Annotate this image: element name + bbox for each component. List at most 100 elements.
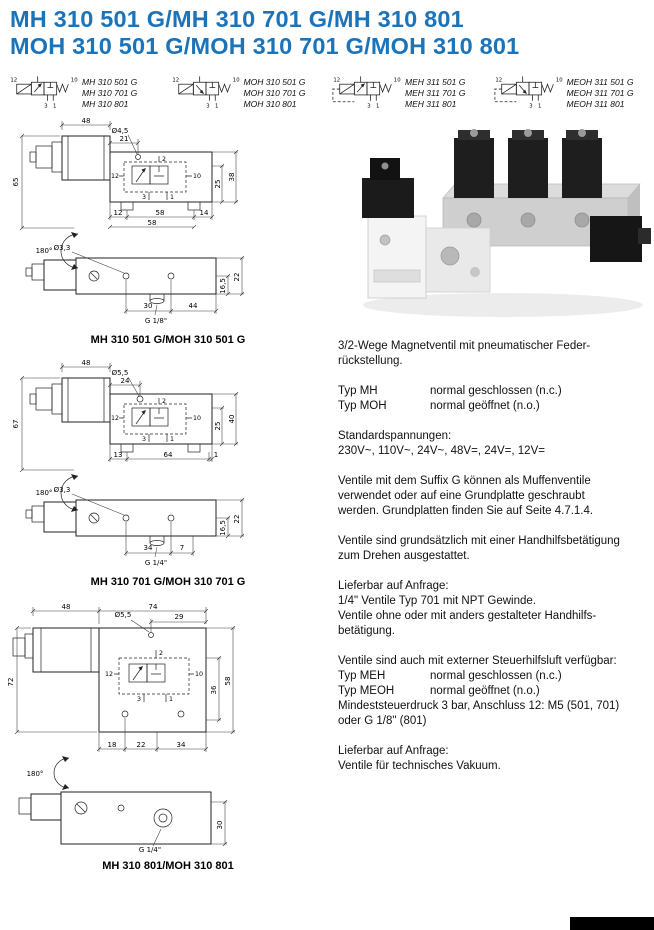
port-label: 12 (10, 77, 17, 83)
port-label: 3 (44, 104, 47, 110)
port-label: 12 (105, 671, 113, 678)
symbol-variant-labels: MH 310 501 G MH 310 701 G MH 310 801 (82, 72, 137, 110)
dim-label: 7 (180, 544, 184, 552)
valve-schematic-shapes (332, 76, 392, 103)
dim-label: 38 (228, 173, 236, 182)
text-line: 1/4" Ventile Typ 701 mit NPT Gewinde. (338, 595, 536, 607)
dimension-drawing-501: 48 Ø4,5 21 65 2 12 10 3 1 25 38 12 58 14 (2, 116, 334, 346)
page-footer-tab (570, 917, 654, 930)
text-line: verwendet oder auf eine Grundplatte gesc… (338, 490, 585, 502)
dimension-labels: 48 74 Ø5,5 29 72 2 12 10 3 1 36 58 18 22 (7, 603, 232, 854)
dim-label: 67 (12, 420, 20, 429)
dimension-labels: 48 Ø5,5 24 67 2 12 10 3 1 25 40 13 64 1 (12, 359, 241, 567)
text-line: oder G 1/8" (801) (338, 715, 427, 727)
port-label: 1 (170, 436, 174, 443)
type-label: Typ MEOH (338, 685, 395, 697)
dimension-lines-top (14, 607, 236, 752)
type-value: normal geschlossen (n.c.) (430, 385, 562, 397)
variant-label: MOH 310 501 G (243, 77, 306, 87)
drawing-801-svg: 48 74 Ø5,5 29 72 2 12 10 3 1 36 58 18 22 (7, 603, 236, 854)
valve-symbols-row: 12 10 3 1 MH 310 501 G MH 310 701 G MH 3… (0, 60, 654, 112)
variant-label: MEH 311 501 G (405, 77, 466, 87)
dim-label: 34 (177, 741, 186, 749)
side-view (25, 257, 217, 304)
info-column: 3/2-Wege Magnetventil mit pneumatischer … (334, 116, 654, 872)
dim-label: 14 (200, 209, 209, 217)
variant-label: MEOH 311 701 G (566, 88, 634, 98)
info-paragraph: Standardspannungen: 230V~, 110V~, 24V~, … (338, 429, 648, 459)
variant-label: MEOH 311 501 G (566, 77, 634, 87)
port-label: 10 (71, 77, 78, 83)
dim-label: 34 (144, 544, 153, 552)
port-label: 10 (394, 77, 401, 83)
dimension-lines-top (19, 121, 239, 231)
page-content: 48 Ø4,5 21 65 2 12 10 3 1 25 38 12 58 14 (0, 112, 654, 872)
text-line: Lieferbar auf Anfrage: (338, 745, 449, 757)
description-text: 3/2-Wege Magnetventil mit pneumatischer … (334, 325, 654, 774)
port-label: 3 (529, 104, 532, 110)
port-label: 1 (169, 696, 173, 703)
dim-label: 48 (62, 603, 71, 611)
dim-label: Ø5,5 (115, 611, 132, 619)
dim-label: 48 (82, 359, 91, 367)
text-line: Ventile sind grundsätzlich mit einer Han… (338, 535, 620, 547)
type-label: Typ MOH (338, 400, 387, 412)
dim-label: 22 (137, 741, 146, 749)
text-line: Lieferbar auf Anfrage: (338, 580, 449, 592)
dim-label: 180° (27, 770, 44, 778)
page-title: MH 310 501 G/MH 310 701 G/MH 310 801 MOH… (0, 0, 654, 60)
dim-label: 58 (156, 209, 165, 217)
text-line: Mindeststeuerdruck 3 bar, Anschluss 12: … (338, 700, 620, 712)
title-line-1: MH 310 501 G/MH 310 701 G/MH 310 801 (10, 6, 464, 32)
dim-label: 40 (228, 415, 236, 424)
port-label: 3 (367, 104, 370, 110)
dim-label: 72 (7, 678, 15, 687)
symbol-block-moh: 12 10 3 1 MOH 310 501 G MOH 310 701 G MO… (168, 72, 330, 112)
dim-label: 58 (148, 219, 157, 227)
dim-label: 22 (233, 515, 241, 524)
symbol-block-meoh: 12 10 3 1 MEOH 311 501 G MEOH 311 701 G … (491, 72, 653, 112)
text-line: 230V~, 110V~, 24V~, 48V=, 24V=, 12V= (338, 445, 545, 457)
valve-schematic-icon: 12 10 3 1 (332, 76, 401, 110)
text-line: Ventile mit dem Suffix G können als Muff… (338, 475, 591, 487)
info-paragraph: 3/2-Wege Magnetventil mit pneumatischer … (338, 339, 648, 369)
dim-label: 65 (12, 178, 20, 187)
port-label: 2 (162, 156, 166, 163)
info-paragraph: Lieferbar auf Anfrage: 1/4" Ventile Typ … (338, 579, 648, 639)
variant-label: MOH 310 701 G (243, 88, 306, 98)
dim-label: 44 (189, 302, 198, 310)
symbol-block-meh: 12 10 3 1 MEH 311 501 G MEH 311 701 G ME… (329, 72, 491, 112)
dimension-drawing-801: 48 74 Ø5,5 29 72 2 12 10 3 1 36 58 18 22 (2, 602, 334, 872)
info-paragraph: Mindeststeuerdruck 3 bar, Anschluss 12: … (338, 699, 648, 729)
text-line: 3/2-Wege Magnetventil mit pneumatischer … (338, 340, 591, 352)
port-label: 10 (555, 77, 562, 83)
dimension-lines-side (71, 251, 245, 316)
drawing-caption-701: MH 310 701 G/MOH 310 701 G (90, 576, 246, 588)
variant-label: MH 310 501 G (82, 77, 138, 87)
info-paragraph: Ventile mit dem Suffix G können als Muff… (338, 474, 648, 519)
dim-label: 24 (121, 377, 130, 385)
drawing-701-svg: 48 Ø5,5 24 67 2 12 10 3 1 25 40 13 64 1 (12, 359, 245, 567)
bottom-view (18, 791, 212, 845)
dim-label: 16,5 (219, 278, 227, 294)
title-line-2: MOH 310 501 G/MOH 310 701 G/MOH 310 801 (10, 33, 520, 59)
dim-label: 30 (144, 302, 153, 310)
text-line: Ventile sind auch mit externer Steuerhil… (338, 655, 617, 667)
port-label: 3 (206, 104, 209, 110)
symbol-variant-labels: MOH 310 501 G MOH 310 701 G MOH 310 801 (244, 72, 306, 110)
dim-label: 180° (36, 489, 53, 497)
dim-label: 30 (216, 821, 224, 830)
type-label: Typ MH (338, 385, 378, 397)
valve-schematic-icon: 12 10 3 1 (172, 76, 240, 110)
info-paragraph: Ventile sind grundsätzlich mit einer Han… (338, 534, 648, 564)
text-line: Standardspannungen: (338, 430, 452, 442)
port-label: 10 (195, 671, 203, 678)
dimension-labels: 48 Ø4,5 21 65 2 12 10 3 1 25 38 12 58 14 (12, 117, 241, 325)
port-label: 1 (538, 104, 541, 110)
thread-label: G 1/4" (139, 846, 161, 854)
symbol-variant-labels: MEH 311 501 G MEH 311 701 G MEH 311 801 (405, 72, 465, 110)
